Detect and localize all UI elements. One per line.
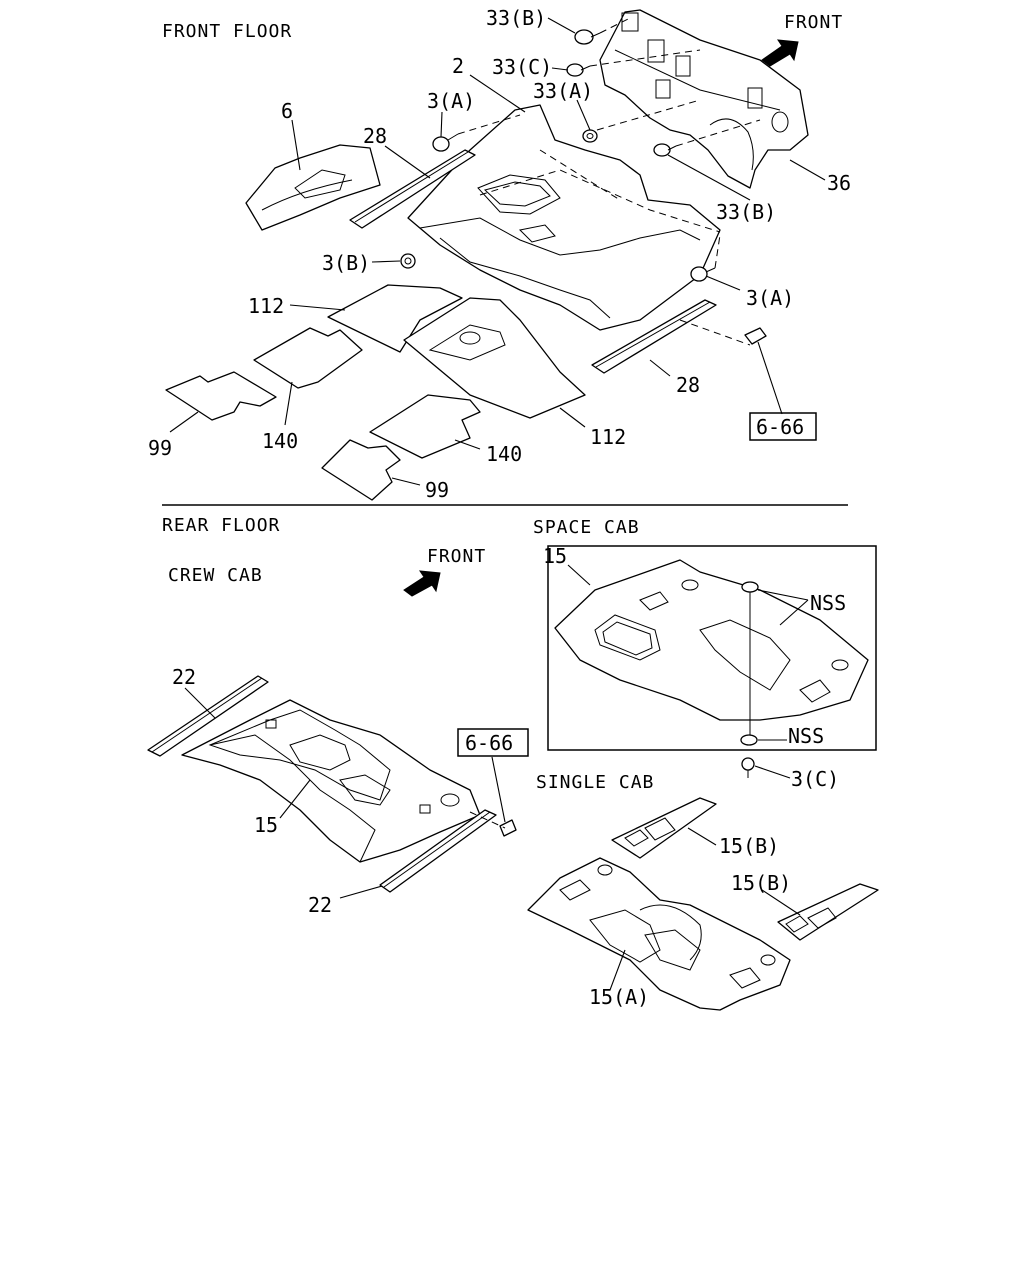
section-title-rear-floor: REAR FLOOR <box>162 515 280 536</box>
leader-lines-single-cab <box>609 827 801 991</box>
ref-box-6-66 <box>457 728 529 757</box>
space-cab-frame <box>547 545 877 751</box>
assembly-line <box>457 114 521 135</box>
callout-22: 22 <box>308 893 332 917</box>
clip-33c-icon <box>566 63 591 77</box>
callout-3a: 3(A) <box>746 286 794 310</box>
callout-28: 28 <box>676 373 700 397</box>
front-direction-label: FRONT <box>427 546 486 567</box>
section-title-single-cab: SINGLE CAB <box>536 772 654 793</box>
part-15-crew-cab-floor <box>181 699 481 863</box>
front-arrow-icon <box>403 570 441 597</box>
callout-2: 2 <box>452 54 464 78</box>
clip-6-66-icon <box>744 327 767 345</box>
assembly-line <box>599 17 631 34</box>
callout-33b: 33(B) <box>716 200 776 224</box>
ref-label-6-66: 6-66 <box>756 415 804 439</box>
callout-15: 15 <box>254 813 278 837</box>
callout-15b: 15(B) <box>731 871 791 895</box>
leader-lines-space-cab <box>567 564 809 779</box>
callout-99: 99 <box>425 478 449 502</box>
assembly-line <box>589 49 701 67</box>
part-112-mat-right <box>403 297 586 419</box>
part-15-space-cab-floor <box>554 559 869 735</box>
callout-15b: 15(B) <box>719 834 779 858</box>
part-36-dash-insulator <box>599 9 809 189</box>
callout-99: 99 <box>148 436 172 460</box>
callout-15a: 15(A) <box>589 985 649 1009</box>
clip-3a-top-icon <box>432 133 459 152</box>
callout-28: 28 <box>363 124 387 148</box>
leader-lines-crew-cab <box>184 687 506 899</box>
nss-cap-top-icon <box>741 581 759 593</box>
section-title-crew-cab: CREW CAB <box>168 565 263 586</box>
part-15b-lower-panel <box>777 883 879 941</box>
assembly-line <box>675 119 761 147</box>
part-140-mat-left <box>253 327 363 389</box>
front-arrow-icon <box>761 39 799 67</box>
ref-label-6-66: 6-66 <box>465 731 513 755</box>
part-6-tunnel-cover <box>245 144 381 231</box>
part-112-mat-left <box>327 284 463 353</box>
part-2-front-floor-panel <box>407 104 721 331</box>
callout-3c: 3(C) <box>791 767 839 791</box>
part-15b-upper-panel <box>611 797 717 859</box>
assembly-line <box>714 234 721 269</box>
callout-33a: 33(A) <box>533 79 593 103</box>
part-28-sill-plate-bottom <box>591 299 717 374</box>
clip-33a-icon <box>582 129 598 143</box>
part-99-mat-left <box>165 371 277 421</box>
clip-33b-right-icon <box>653 143 677 157</box>
leader-lines-front <box>169 17 826 486</box>
clip-3a-right-icon <box>690 266 716 282</box>
assembly-line <box>596 99 701 131</box>
callout-112: 112 <box>248 294 284 318</box>
callout-33b: 33(B) <box>486 6 546 30</box>
callout-140: 140 <box>486 442 522 466</box>
part-28-sill-plate-top <box>349 149 476 229</box>
part-99-mat-bottom <box>321 439 401 501</box>
part-15a-single-cab-floor <box>527 857 791 1011</box>
nss-cap-bottom-icon <box>740 734 758 746</box>
callout-140: 140 <box>262 429 298 453</box>
ref-box-6-66 <box>749 412 817 441</box>
callout-nss: NSS <box>788 724 824 748</box>
front-direction-label: FRONT <box>784 12 843 33</box>
callout-6: 6 <box>281 99 293 123</box>
clip-3b-icon <box>400 253 416 269</box>
clip-33b-top-icon <box>574 29 601 45</box>
callout-3a: 3(A) <box>427 89 475 113</box>
part-22-sill-top <box>147 675 269 757</box>
section-title-space-cab: SPACE CAB <box>533 517 640 538</box>
clip-rear-6-66-icon <box>499 819 517 837</box>
clip-3c-icon <box>741 757 755 778</box>
callout-112: 112 <box>590 425 626 449</box>
part-140-mat-right <box>369 394 481 459</box>
callout-36: 36 <box>827 171 851 195</box>
callout-3b: 3(B) <box>322 251 370 275</box>
callout-15: 15 <box>543 544 567 568</box>
callout-22: 22 <box>172 665 196 689</box>
part-22-sill-bottom <box>379 809 497 893</box>
assembly-line <box>679 319 751 346</box>
callout-nss: NSS <box>810 591 846 615</box>
callout-33c: 33(C) <box>492 55 552 79</box>
section-title-front-floor: FRONT FLOOR <box>162 21 292 42</box>
